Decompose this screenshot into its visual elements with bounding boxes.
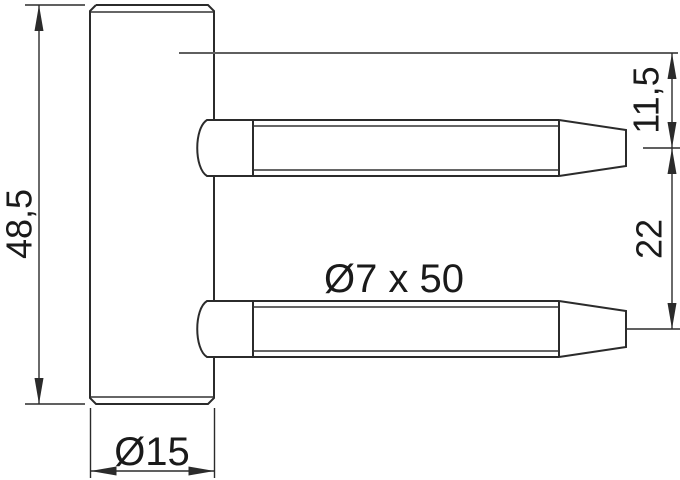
pin-offset-arrow-up — [667, 53, 677, 79]
pin-spec-label: Ø7 x 50 — [324, 257, 464, 301]
dimension-pin-offset: 11,5 — [626, 53, 680, 149]
diameter-label: Ø15 — [114, 430, 190, 474]
pin-top-shaft — [253, 119, 560, 177]
dimension-body-diameter: Ø15 — [89, 408, 216, 478]
hinge-body — [89, 4, 215, 405]
diameter-arrow-left — [90, 466, 117, 476]
pin-offset-arrow-down — [667, 122, 677, 148]
pin-bottom-cap — [196, 300, 254, 358]
height-arrow-up — [34, 5, 44, 31]
pin-bottom-shaft-inner-lines — [253, 306, 559, 352]
body-outline — [89, 4, 215, 405]
height-label: 48,5 — [0, 189, 40, 259]
pin-spacing-arrow-down — [667, 303, 677, 329]
pin-spacing-label: 22 — [629, 219, 670, 259]
pin-offset-label: 11,5 — [626, 66, 667, 133]
pin-bottom-shaft — [253, 300, 560, 358]
pin-top-tip — [558, 119, 627, 177]
dimension-pin-spacing: 22 — [626, 148, 680, 330]
pin-top-shaft-inner-lines — [253, 125, 559, 171]
pin-spacing-arrow-up — [667, 148, 677, 174]
height-arrow-down — [34, 378, 44, 404]
pin-top — [196, 119, 627, 177]
diameter-arrow-right — [188, 466, 215, 476]
pin-top-cap — [196, 119, 254, 177]
diameter-extension-lines — [89, 408, 216, 478]
pin-bottom — [196, 300, 627, 358]
height-extension-lines — [25, 4, 85, 405]
dimension-body-height: 48,5 — [0, 4, 85, 405]
